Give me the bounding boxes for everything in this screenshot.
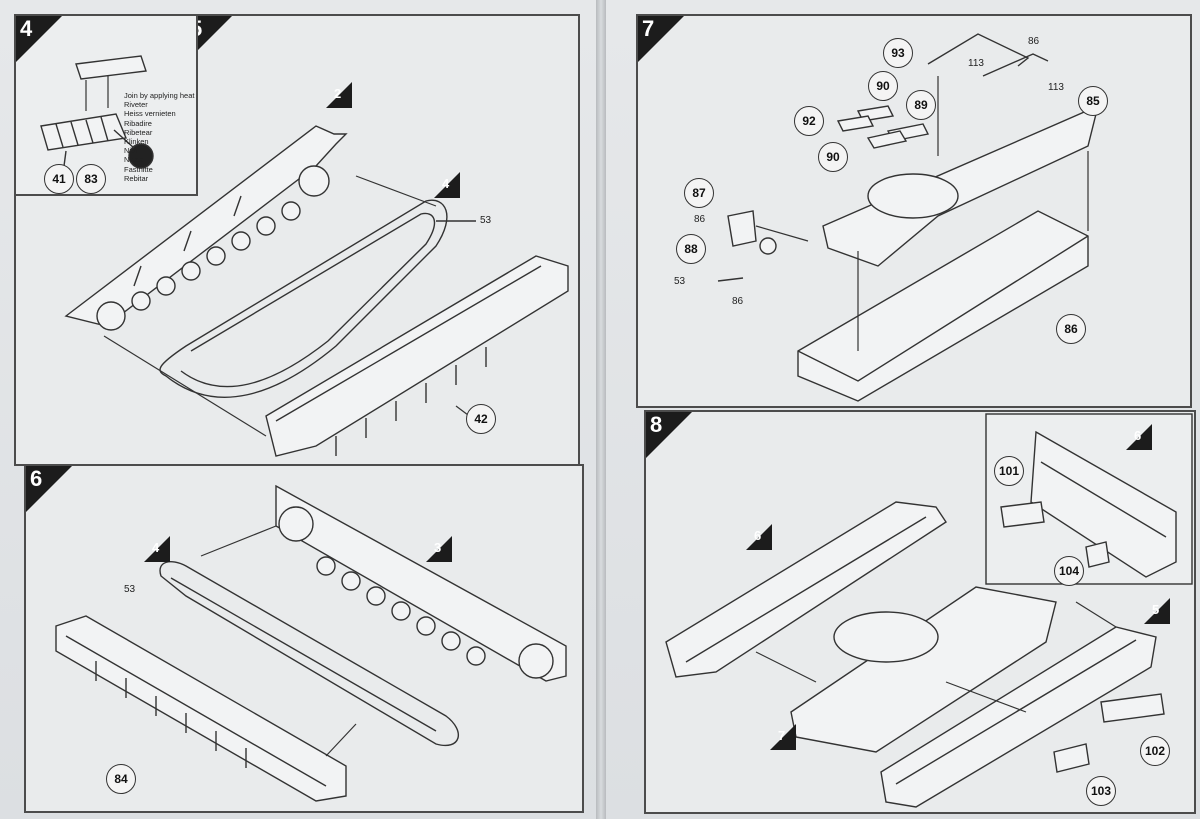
track-loop	[159, 560, 459, 747]
callout-93: 93	[883, 38, 913, 68]
hull-center	[790, 586, 1057, 753]
label-86: 86	[694, 214, 706, 225]
hull-side	[55, 615, 347, 802]
label-86: 86	[1028, 36, 1040, 47]
panel-step-8: 8 6 6 5 7 101 104 102 103	[644, 410, 1196, 814]
callout-86: 86	[1056, 314, 1086, 344]
lower-hull	[797, 210, 1089, 402]
callout-42: 42	[466, 404, 496, 434]
label-53: 53	[124, 584, 136, 595]
road-wheels	[278, 506, 554, 679]
label-53: 53	[480, 215, 492, 226]
step4-drawing	[40, 55, 154, 169]
callout-90: 90	[818, 142, 848, 172]
label-113: 113	[968, 58, 984, 69]
panel-step-4: 4 Join by applying heat Riveter Heiss ve…	[14, 14, 198, 196]
callout-41: 41	[44, 164, 74, 194]
callout-89: 89	[906, 90, 936, 120]
step7-drawing	[717, 33, 1100, 402]
label-53: 53	[674, 276, 686, 287]
label-86: 86	[732, 296, 744, 307]
callout-101: 101	[994, 456, 1024, 486]
heat-join-note: Join by applying heat Riveter Heiss vern…	[124, 91, 195, 183]
callout-104: 104	[1054, 556, 1084, 586]
grid-lines	[55, 116, 109, 148]
callout-103: 103	[1086, 776, 1116, 806]
hull-side	[265, 255, 569, 457]
callout-83: 83	[76, 164, 106, 194]
callout-90: 90	[868, 71, 898, 101]
step8-drawing	[665, 413, 1193, 808]
label-113: 113	[1048, 82, 1064, 93]
panel-step-7: 7 93 90 89 92 90 85 87 88 86 86 113 113 …	[636, 14, 1192, 408]
callout-102: 102	[1140, 736, 1170, 766]
step6-drawing	[55, 484, 567, 802]
callout-92: 92	[794, 106, 824, 136]
step5-drawing	[64, 125, 569, 457]
page-gutter	[596, 0, 606, 819]
road-wheels	[96, 165, 330, 331]
callout-87: 87	[684, 178, 714, 208]
callout-85: 85	[1078, 86, 1108, 116]
suspension-arms	[335, 347, 487, 456]
track-loop	[159, 199, 448, 398]
suspension-arms	[95, 661, 247, 768]
turret-ring	[867, 173, 959, 219]
panel-step-6: 6 4 3 53 84	[24, 464, 584, 813]
callout-84: 84	[106, 764, 136, 794]
callout-88: 88	[676, 234, 706, 264]
turret-ring	[833, 611, 939, 663]
